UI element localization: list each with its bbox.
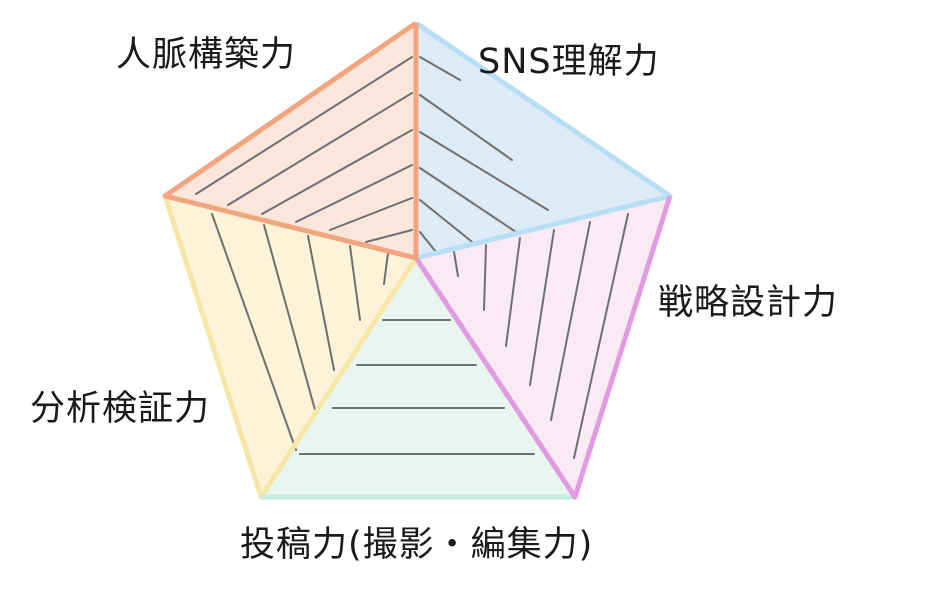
segment-analysis <box>165 196 416 497</box>
segment-network-area <box>165 23 416 258</box>
segment-posting <box>261 258 575 497</box>
segment-sns <box>416 23 670 258</box>
segment-network-hatch <box>195 56 413 243</box>
label-posting: 投稿力(撮影・編集力) <box>240 525 594 565</box>
label-sns: SNS理解力 <box>478 42 660 82</box>
label-strategy: 戦略設計力 <box>658 283 839 323</box>
outline-strategy <box>413 195 673 500</box>
segment-strategy <box>416 196 670 497</box>
outline-network <box>162 20 419 261</box>
segment-outlines <box>162 20 673 500</box>
segment-network <box>165 23 416 258</box>
segment-analysis-hatch <box>211 213 389 451</box>
segment-sns-hatch <box>419 56 549 253</box>
segment-posting-area <box>261 258 575 497</box>
segment-strategy-hatch <box>453 213 629 459</box>
label-analysis: 分析検証力 <box>30 389 211 429</box>
segment-strategy-area <box>416 196 670 497</box>
label-network: 人脈構築力 <box>116 35 297 75</box>
segment-sns-area <box>416 23 670 258</box>
segment-posting-hatch <box>299 319 535 455</box>
